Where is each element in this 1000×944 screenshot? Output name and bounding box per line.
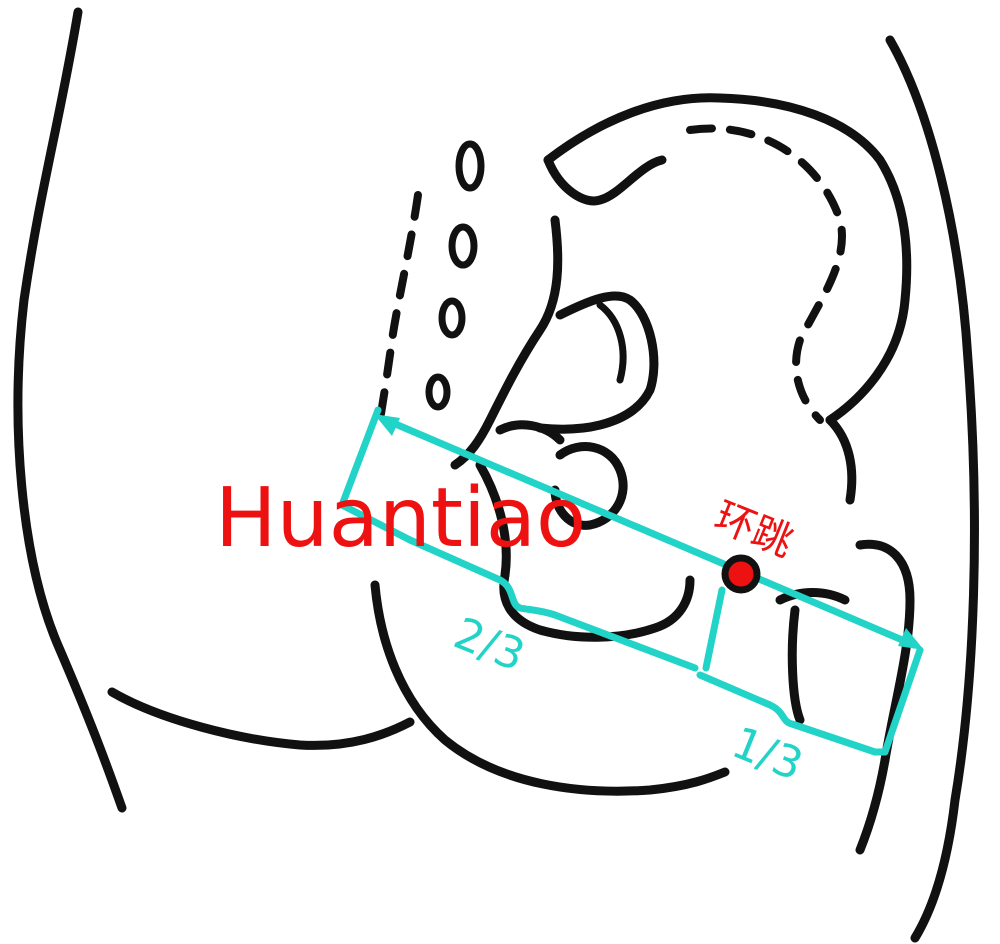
bracket-right-end xyxy=(871,646,924,756)
acupoint-dot-icon xyxy=(721,554,761,594)
right-body-outline xyxy=(885,35,979,943)
sacral-foramen-2 xyxy=(448,223,478,269)
ilium-body xyxy=(450,215,563,470)
obturator-outline xyxy=(495,420,565,445)
left-body-outline xyxy=(13,7,127,813)
acupoint-name-chinese: 环跳 xyxy=(708,494,799,567)
ischium-outline xyxy=(475,460,695,642)
sacrum-outline xyxy=(376,191,422,424)
measure-arrow-line xyxy=(382,416,918,649)
gluteal-fold xyxy=(107,687,415,750)
arrowhead-left-icon xyxy=(374,414,400,436)
femur-shaft-lateral xyxy=(855,755,890,855)
divider-line xyxy=(702,586,726,672)
sciatic-notch-curve xyxy=(535,291,659,434)
greater-trochanter xyxy=(855,539,915,765)
sacral-foramen-1 xyxy=(455,140,485,192)
sacral-foramen-3 xyxy=(438,297,466,339)
femur-shaft-medial xyxy=(787,605,805,725)
ilium-dashed-line xyxy=(686,124,846,424)
sacral-foramen-4 xyxy=(425,373,451,411)
bracket-left-end xyxy=(338,406,414,544)
arrowhead-right-icon xyxy=(898,628,924,650)
femur-neck xyxy=(775,588,850,605)
brace-two-thirds xyxy=(406,536,699,672)
ilium-lateral-line xyxy=(825,415,857,505)
buttock-lower-curve xyxy=(370,580,730,796)
brace-one-third xyxy=(696,671,879,756)
ilium-inner-line xyxy=(543,155,667,206)
femoral-head xyxy=(550,442,628,530)
acupoint-name-english: Huantiao xyxy=(215,471,586,566)
iliac-crest xyxy=(543,93,912,425)
sciatic-notch-inner xyxy=(596,301,627,384)
